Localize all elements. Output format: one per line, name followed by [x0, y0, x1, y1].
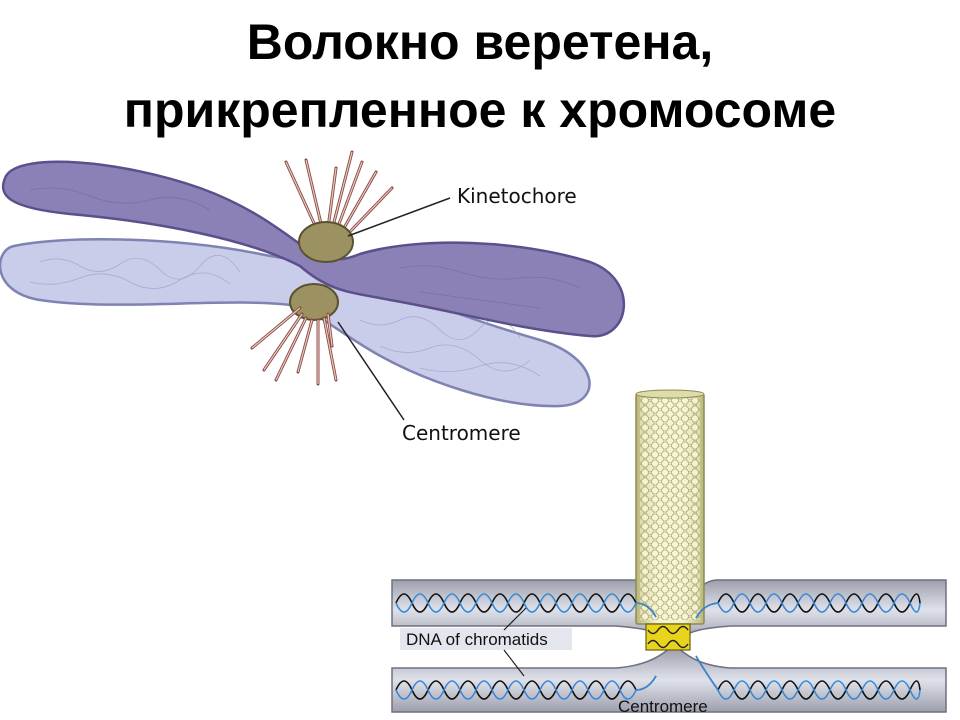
- dna-leader-upper: [503, 607, 527, 631]
- dna-of-chromatids-label: DNA of chromatids: [406, 630, 548, 649]
- slide-title: Волокно веретена, прикрепленное к хромос…: [0, 8, 960, 144]
- dna-illustration: DNA of chromatids Centromere: [391, 389, 947, 716]
- centromere-leader: [337, 321, 405, 421]
- title-line-1: Волокно веретена,: [246, 14, 714, 70]
- chromatid-light: [0, 238, 591, 408]
- kinetochore-lower: [289, 283, 339, 321]
- dna-leader-lower: [503, 649, 525, 677]
- kinetochore-label: Kinetochore: [457, 184, 577, 208]
- chromatid-dark: [1, 160, 626, 338]
- dna-helix-lower: [395, 655, 921, 700]
- microtubule: [635, 389, 705, 625]
- dna-helix-upper: [395, 593, 921, 619]
- centromere-label-upper: Centromere: [402, 421, 521, 445]
- kinetochore-leader: [347, 197, 451, 237]
- centromere-band: [645, 623, 691, 651]
- spindle-fibers-lower: [250, 306, 338, 386]
- chromosome-illustration: Kinetochore Centromere: [0, 150, 626, 445]
- centromere-label-lower: Centromere: [618, 697, 708, 716]
- title-line-2: прикрепленное к хромосоме: [123, 82, 837, 138]
- kinetochore-upper: [298, 221, 354, 263]
